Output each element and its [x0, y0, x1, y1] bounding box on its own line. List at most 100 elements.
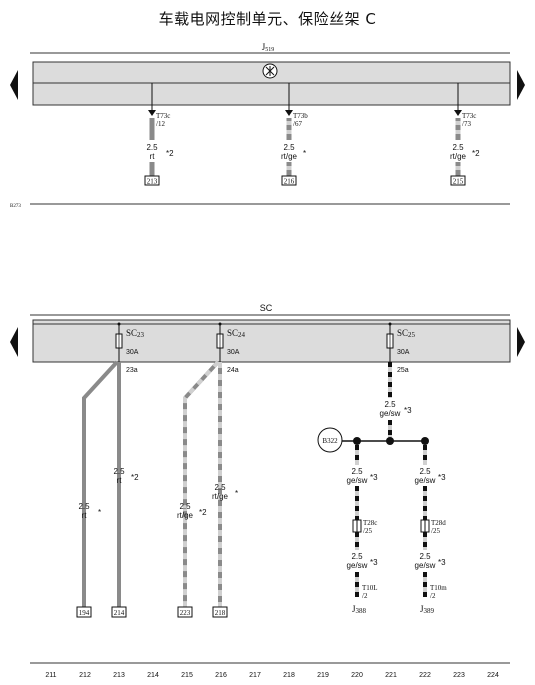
splice-b322: B322: [317, 427, 429, 453]
svg-text:25a: 25a: [397, 367, 409, 374]
column-number: 212: [79, 672, 91, 679]
column-number: 223: [453, 672, 465, 679]
svg-text:T28d: T28d: [431, 519, 446, 527]
svg-text:*2: *2: [472, 149, 480, 158]
column-number: 214: [147, 672, 159, 679]
column-number: 219: [317, 672, 329, 679]
svg-text:J389: J389: [420, 604, 435, 615]
wire-223: 2.5 rt/ge *2 223: [177, 360, 220, 618]
separator: B273: [10, 203, 510, 209]
column-number: 217: [249, 672, 261, 679]
svg-text:B273: B273: [10, 204, 21, 209]
svg-text:/12: /12: [156, 120, 165, 128]
svg-text:/2: /2: [430, 592, 436, 600]
svg-text:/2: /2: [362, 592, 368, 600]
arrow-left-bottom: [10, 327, 18, 357]
wire-218: 2.5 rt/ge * 218: [212, 362, 238, 618]
svg-text:ge/sw: ge/sw: [415, 561, 436, 570]
svg-text:2.5: 2.5: [351, 467, 363, 476]
svg-text:215: 215: [453, 178, 464, 186]
column-number: 213: [113, 672, 125, 679]
fuse-name: SC23: [126, 328, 145, 339]
svg-text:SC24: SC24: [227, 328, 246, 339]
svg-text:214: 214: [114, 609, 125, 617]
arrow-left-top: [10, 70, 18, 100]
connector-t73b-67: T73b /67 2.5 rt/ge * 216: [281, 83, 308, 186]
column-number: 211: [45, 672, 56, 679]
column-ruler: 211 212 213 214 215 216 217 218 219 220 221 222 223 2…: [30, 662, 510, 679]
svg-text:/73: /73: [462, 120, 471, 128]
column-number: 224: [487, 672, 499, 679]
svg-text:24a: 24a: [227, 367, 239, 374]
svg-text:213: 213: [147, 178, 158, 186]
branch-j388: 2.5 ge/sw *3 T28c /25 2.5 ge/sw *3 T10L …: [347, 445, 378, 615]
svg-text:*2: *2: [131, 473, 139, 482]
page-title: 车载电网控制单元、保险丝架 C: [158, 10, 377, 28]
svg-text:218: 218: [215, 609, 226, 617]
svg-text:T73c: T73c: [462, 112, 476, 120]
svg-text:2.5: 2.5: [283, 143, 295, 152]
svg-text:2.5: 2.5: [78, 502, 90, 511]
svg-text:30A: 30A: [397, 349, 410, 356]
svg-text:SC25: SC25: [397, 328, 416, 339]
svg-text:2.5: 2.5: [419, 467, 431, 476]
top-panel: J519: [10, 42, 525, 106]
wire-194: 2.5 rt * 194: [76, 360, 119, 618]
arrow-right-bottom: [517, 327, 525, 357]
column-number: 218: [283, 672, 295, 679]
svg-text:30A: 30A: [126, 349, 139, 356]
svg-text:*2: *2: [199, 508, 207, 517]
column-number: 222: [419, 672, 431, 679]
svg-text:2.5: 2.5: [113, 467, 125, 476]
svg-text:rt: rt: [117, 476, 123, 485]
svg-text:*: *: [235, 489, 238, 498]
svg-text:/25: /25: [363, 527, 372, 535]
svg-text:ge/sw: ge/sw: [347, 561, 368, 570]
svg-text:J388: J388: [352, 604, 367, 615]
svg-text:2.5: 2.5: [351, 552, 363, 561]
svg-text:rt/ge: rt/ge: [177, 511, 194, 520]
svg-text:rt: rt: [150, 152, 156, 161]
svg-text:ge/sw: ge/sw: [347, 476, 368, 485]
svg-text:*: *: [303, 149, 306, 158]
svg-text:*3: *3: [370, 473, 378, 482]
svg-text:30A: 30A: [227, 349, 240, 356]
svg-text:rt: rt: [82, 511, 88, 520]
svg-text:216: 216: [284, 178, 295, 186]
svg-text:T28c: T28c: [363, 519, 377, 527]
svg-text:rt/ge: rt/ge: [281, 152, 298, 161]
svg-text:*3: *3: [438, 473, 446, 482]
pin-label: T73c: [156, 112, 170, 120]
fuse-sc23: SC23 30A 23a: [115, 322, 145, 374]
svg-text:*3: *3: [438, 558, 446, 567]
column-number: 216: [215, 672, 227, 679]
column-number: 215: [181, 672, 193, 679]
wire-214: 2.5 rt *2 214: [111, 362, 139, 618]
svg-text:SC: SC: [260, 303, 273, 313]
bottom-panel: SC: [10, 303, 525, 363]
svg-text:*2: *2: [166, 149, 174, 158]
svg-text:ge/sw: ge/sw: [380, 409, 401, 418]
svg-text:ge/sw: ge/sw: [415, 476, 436, 485]
top-panel-label: J519: [262, 42, 275, 53]
svg-text:2.5: 2.5: [179, 502, 191, 511]
svg-text:2.5: 2.5: [419, 552, 431, 561]
svg-text:T73b: T73b: [293, 112, 308, 120]
svg-text:223: 223: [180, 609, 191, 617]
svg-text:B322: B322: [322, 437, 338, 445]
connector-t73c-12: T73c /12 2.5 rt *2 213: [144, 83, 174, 186]
svg-text:rt/ge: rt/ge: [450, 152, 467, 161]
column-number: 220: [351, 672, 363, 679]
svg-text:*3: *3: [404, 406, 412, 415]
svg-text:*: *: [98, 508, 101, 517]
svg-text:23a: 23a: [126, 367, 138, 374]
svg-text:*3: *3: [370, 558, 378, 567]
connector-t73c-73: T73c /73 2.5 rt/ge *2 215: [450, 83, 480, 186]
arrow-right-top: [517, 70, 525, 100]
svg-text:/67: /67: [293, 120, 302, 128]
svg-text:2.5: 2.5: [452, 143, 464, 152]
svg-text:rt/ge: rt/ge: [212, 492, 229, 501]
svg-text:T10m: T10m: [430, 584, 447, 592]
column-number: 221: [385, 672, 397, 679]
